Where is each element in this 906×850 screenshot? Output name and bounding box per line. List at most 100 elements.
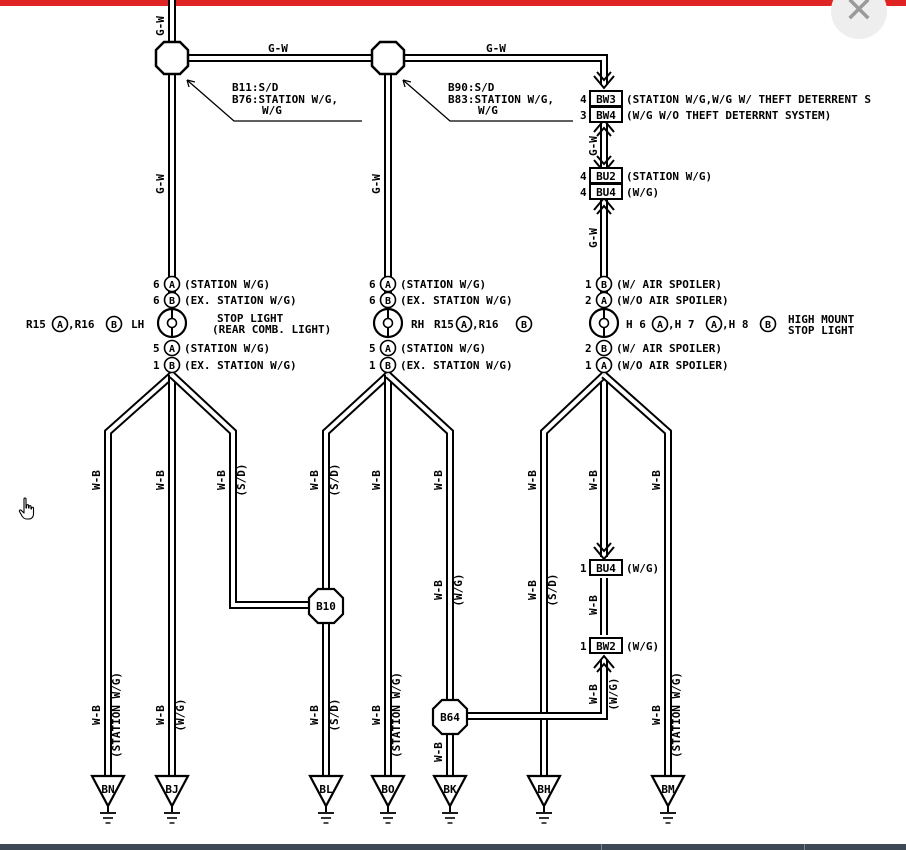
svg-text:H 6: H 6 — [626, 318, 646, 331]
wire-label: (S/D) — [328, 463, 341, 496]
wire-label: W-B — [526, 580, 539, 600]
wire-label: W-B — [154, 470, 167, 490]
wire-label: W-B — [308, 705, 321, 725]
svg-text:B: B — [385, 296, 391, 307]
wire-label: W-B — [370, 470, 383, 490]
svg-text:A: A — [385, 344, 391, 355]
wire-label: W-B — [432, 580, 445, 600]
svg-text:A: A — [169, 344, 175, 355]
svg-text:BK: BK — [443, 783, 457, 796]
svg-text:(STATION W/G,W/G W/ THEFT DETE: (STATION W/G,W/G W/ THEFT DETERRENT S — [626, 93, 871, 106]
connector-bw3: 4 BW3 (STATION W/G,W/G W/ THEFT DETERREN… — [580, 90, 871, 107]
ground-bk: BK — [432, 774, 468, 824]
svg-text:B11:S/D: B11:S/D — [232, 81, 279, 94]
wires-gw — [168, 0, 608, 635]
ground-bl: BL — [308, 774, 344, 824]
svg-text:4: 4 — [580, 93, 587, 106]
close-icon: ✕ — [843, 0, 875, 31]
svg-text:BW3: BW3 — [596, 93, 616, 106]
wire-label: W-B — [650, 705, 663, 725]
svg-text:A: A — [57, 320, 63, 331]
svg-text:6: 6 — [369, 278, 376, 291]
lamp-lh — [156, 307, 188, 339]
svg-text:B: B — [385, 361, 391, 372]
vertical-wire-labels: W-B W-B W-B (S/D) W-B (S/D) W-B W-B W-B W-B W-B W-B… — [90, 463, 683, 762]
svg-text:STOP LIGHT: STOP LIGHT — [217, 312, 284, 325]
wire-label: W-B — [90, 470, 103, 490]
svg-text:(STATION W/G): (STATION W/G) — [626, 170, 712, 183]
wire-label: (S/D) — [235, 463, 248, 496]
close-button[interactable]: ✕ — [831, 0, 887, 39]
svg-text:1: 1 — [580, 640, 587, 653]
svg-text:A: A — [711, 320, 717, 331]
svg-text:B: B — [601, 280, 607, 291]
wire-label: (W/G) — [174, 698, 187, 731]
wire-label: W-B — [215, 470, 228, 490]
svg-text:A: A — [461, 320, 467, 331]
rh-connector-label: RH R15 A ,R16 B — [411, 315, 533, 333]
svg-text:W/G: W/G — [478, 104, 498, 117]
top-accent-bar — [0, 0, 906, 6]
svg-text:2: 2 — [585, 342, 592, 355]
svg-text:BW4: BW4 — [596, 109, 616, 122]
ground-bm: BM — [650, 774, 686, 824]
callout-2: B90:S/D B83:STATION W/G, W/G — [448, 81, 554, 117]
svg-text:(EX. STATION W/G): (EX. STATION W/G) — [400, 359, 513, 372]
svg-text:(W/G W/O THEFT DETERRNT SYSTEM: (W/G W/O THEFT DETERRNT SYSTEM) — [626, 109, 831, 122]
svg-text:(W/ AIR SPOILER): (W/ AIR SPOILER) — [616, 342, 722, 355]
wire-label: W-B — [432, 742, 445, 762]
svg-text:(EX. STATION W/G): (EX. STATION W/G) — [184, 359, 297, 372]
svg-text:B76:STATION W/G,: B76:STATION W/G, — [232, 93, 338, 106]
high-mount-connector-label: H 6 A ,H 7 A ,H 8 B — [626, 315, 777, 333]
wire-label: W-B — [90, 705, 103, 725]
svg-text:B: B — [765, 320, 771, 331]
svg-text:(W/O AIR SPOILER): (W/O AIR SPOILER) — [616, 359, 729, 372]
connector-bw4: 3 BW4 (W/G W/O THEFT DETERRNT SYSTEM) — [580, 106, 831, 123]
svg-text:,H 8: ,H 8 — [722, 318, 749, 331]
svg-text:,R16: ,R16 — [68, 318, 95, 331]
svg-text:(W/G): (W/G) — [626, 562, 659, 575]
svg-text:RH: RH — [411, 318, 424, 331]
wire-label: W-B — [432, 470, 445, 490]
svg-text:1: 1 — [369, 359, 376, 372]
svg-text:STOP LIGHT: STOP LIGHT — [788, 324, 855, 337]
wire-label: W-B — [650, 470, 663, 490]
svg-text:6: 6 — [369, 294, 376, 307]
svg-text:B83:STATION W/G,: B83:STATION W/G, — [448, 93, 554, 106]
svg-text:1: 1 — [153, 359, 160, 372]
svg-text:(W/G): (W/G) — [626, 640, 659, 653]
svg-text:R15: R15 — [434, 318, 454, 331]
wire-label: (S/D) — [328, 698, 341, 731]
svg-text:BU4: BU4 — [596, 562, 616, 575]
wire-label: W-B — [370, 705, 383, 725]
svg-text:B10: B10 — [316, 600, 336, 613]
svg-text:A: A — [169, 280, 175, 291]
svg-text:LH: LH — [131, 318, 144, 331]
stop-light-title: STOP LIGHT (REAR COMB. LIGHT) — [212, 312, 331, 336]
wire-label: (STATION W/G) — [110, 672, 123, 758]
svg-text:(EX. STATION W/G): (EX. STATION W/G) — [184, 294, 297, 307]
svg-text:BO: BO — [381, 783, 395, 796]
wires-wb — [104, 372, 672, 780]
connector-bu2: 4 BU2 (STATION W/G) — [580, 167, 712, 184]
wire-label-gw: G-W — [587, 136, 600, 156]
wire-label: (W/G) — [607, 677, 620, 710]
splice-points — [154, 40, 406, 76]
svg-text:B64: B64 — [440, 711, 460, 724]
svg-text:5: 5 — [153, 342, 160, 355]
wire-label-gw: G-W — [154, 174, 167, 194]
high-mount-title: HIGH MOUNT STOP LIGHT — [788, 313, 855, 337]
